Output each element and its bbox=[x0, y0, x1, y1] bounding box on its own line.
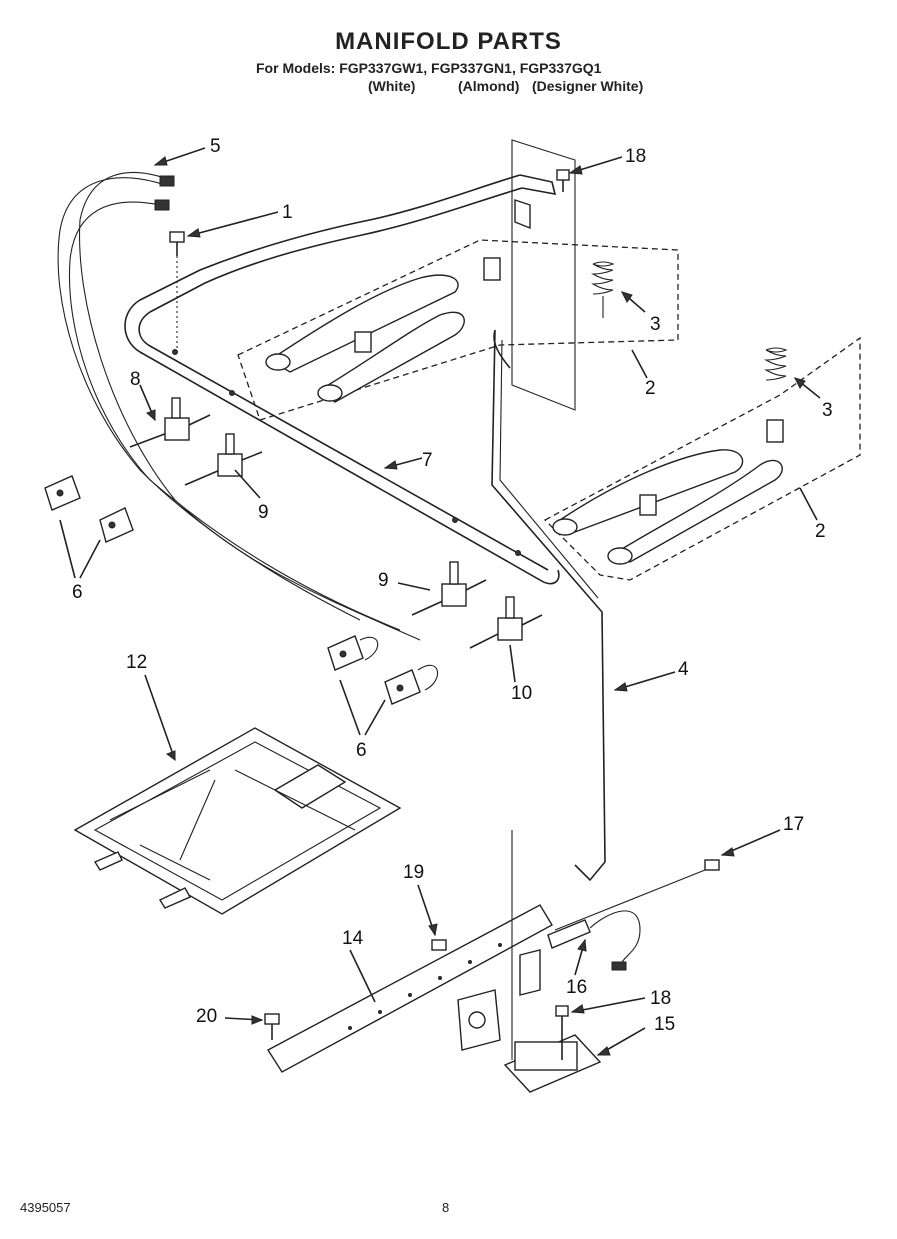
color-almond: (Almond) bbox=[458, 78, 520, 94]
callout-3-right: 3 bbox=[822, 400, 833, 421]
color-designer-white: (Designer White) bbox=[532, 78, 644, 94]
gas-tube bbox=[491, 329, 606, 882]
color-white: (White) bbox=[368, 78, 416, 94]
valve-8 bbox=[129, 397, 211, 448]
burner-group-right bbox=[543, 336, 861, 581]
callout-12: 12 bbox=[126, 652, 147, 673]
manifold-pipe bbox=[124, 174, 560, 585]
callout-7: 7 bbox=[422, 450, 433, 471]
valve-9-upper bbox=[184, 433, 263, 486]
screw-1 bbox=[169, 231, 185, 352]
callout-6-mid: 6 bbox=[356, 740, 367, 761]
callout-18-top: 18 bbox=[625, 146, 646, 167]
callout-10: 10 bbox=[511, 683, 532, 704]
callout-15: 15 bbox=[654, 1014, 675, 1035]
models-line: For Models: FGP337GW1, FGP337GN1, FGP337… bbox=[256, 60, 602, 76]
callout-20: 20 bbox=[196, 1006, 217, 1027]
callout-2-upper: 2 bbox=[645, 378, 656, 399]
screw-18-top bbox=[556, 169, 570, 192]
burner-box-12 bbox=[73, 727, 402, 915]
valve-9-lower bbox=[411, 561, 487, 616]
document-number: 4395057 bbox=[20, 1200, 71, 1215]
callout-3-upper: 3 bbox=[650, 314, 661, 335]
electrode-left-1 bbox=[44, 475, 81, 511]
screw-17 bbox=[704, 859, 720, 871]
callout-labels: 1 2 2 3 3 4 5 6 6 7 8 9 9 10 12 14 15 16… bbox=[72, 136, 833, 1035]
page-title: MANIFOLD PARTS bbox=[335, 28, 562, 55]
ignition-wires bbox=[57, 172, 421, 641]
electrode-left-2 bbox=[99, 507, 134, 543]
oven-burner-14 bbox=[267, 904, 553, 1073]
callout-19: 19 bbox=[403, 862, 424, 883]
oven-valve-15 bbox=[457, 830, 602, 1093]
callout-1: 1 bbox=[282, 202, 293, 223]
spring-upper bbox=[591, 261, 615, 318]
burner-group-upper bbox=[237, 239, 679, 421]
callout-14: 14 bbox=[342, 928, 364, 949]
callout-2-right: 2 bbox=[815, 521, 826, 542]
callout-4: 4 bbox=[678, 659, 689, 680]
igniter-16 bbox=[547, 867, 711, 971]
page-number: 8 bbox=[442, 1200, 450, 1215]
screw-19 bbox=[431, 939, 447, 951]
callout-arrows bbox=[59, 147, 821, 1056]
spring-right bbox=[764, 347, 788, 381]
callout-17: 17 bbox=[783, 814, 804, 835]
callout-9-upper: 9 bbox=[258, 502, 269, 523]
electrode-mid-2 bbox=[384, 664, 439, 705]
screw-20 bbox=[264, 1013, 280, 1040]
electrode-mid-1 bbox=[327, 635, 379, 671]
valve-10 bbox=[469, 596, 543, 649]
rear-bracket bbox=[511, 139, 576, 411]
callout-8: 8 bbox=[130, 369, 141, 390]
callout-9-lower: 9 bbox=[378, 570, 389, 591]
callout-18-bottom: 18 bbox=[650, 988, 671, 1009]
callout-5: 5 bbox=[210, 136, 221, 157]
callout-6-left: 6 bbox=[72, 582, 83, 603]
callout-16: 16 bbox=[566, 977, 587, 998]
